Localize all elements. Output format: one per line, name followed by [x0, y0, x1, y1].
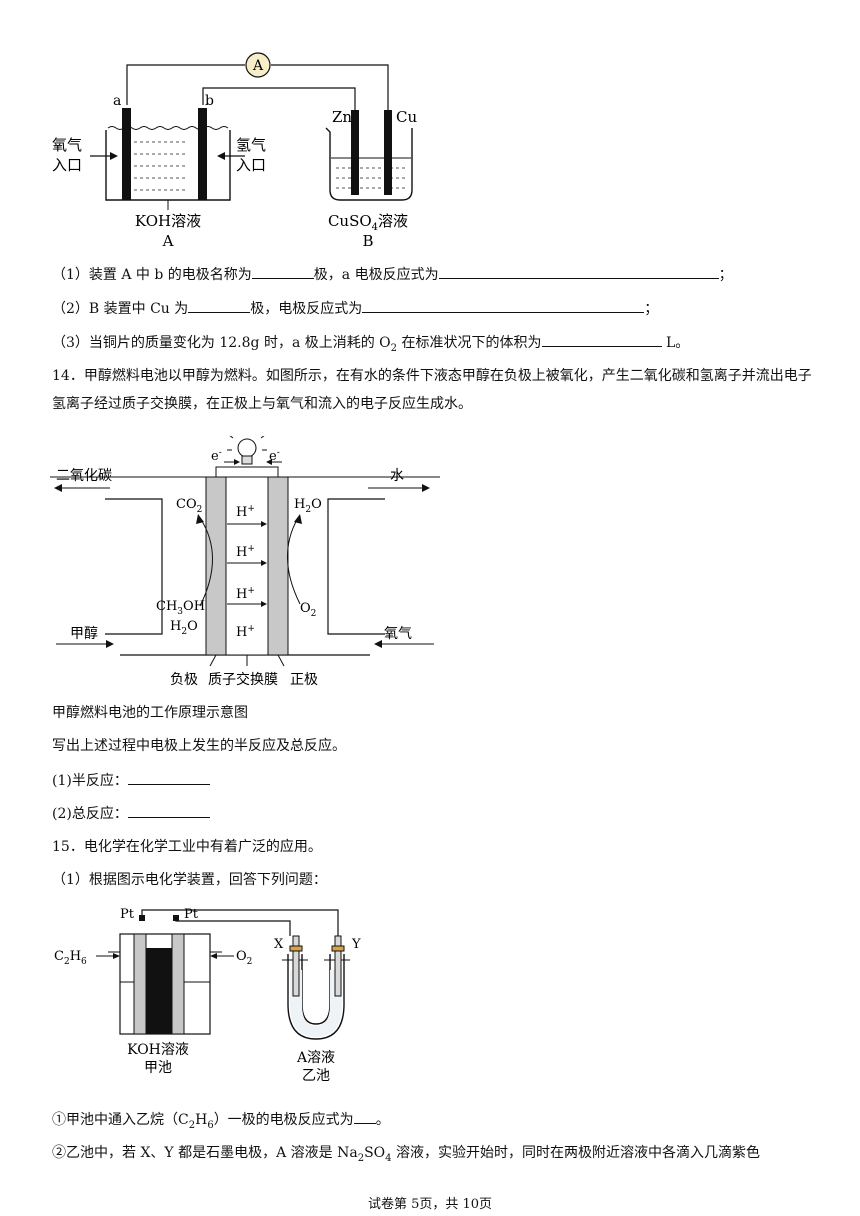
q13-part2: （2）B 装置中 Cu 为极，电极反应式为； — [52, 298, 658, 319]
co2-outlet-label: 二氧化碳 — [56, 468, 112, 484]
hydrogen-inlet-label-1: 氢气 — [236, 136, 266, 154]
device-b-label: B — [362, 232, 373, 250]
electrode-b-label: b — [205, 93, 214, 109]
q13-part1: （1）装置 A 中 b 的电极名称为极，a 电极反应式为； — [52, 264, 733, 285]
electrode-a-label: a — [113, 93, 121, 109]
electrode-a — [122, 108, 131, 200]
zn-label: Zn — [332, 108, 352, 126]
electrode-b — [198, 108, 207, 200]
a-solution-label: A溶液 — [296, 1050, 335, 1066]
hplus-label-2: H+ — [236, 544, 255, 560]
q14-stem: 14．甲醇燃料电池以甲醇为燃料。如图所示，在有水的条件下液态甲醇在负极上被氧化，… — [52, 368, 812, 412]
positive-electrode — [267, 476, 289, 656]
koh-solution-dots — [134, 141, 188, 191]
cu-electrode — [384, 110, 392, 195]
pt-right-label: Pt — [184, 907, 199, 922]
answer-blank[interactable] — [127, 803, 210, 818]
electrode-x — [292, 935, 300, 997]
membrane-label: 质子交换膜 — [208, 671, 278, 688]
jia-cell-label: 甲池 — [144, 1060, 172, 1076]
co2-label: CO2 — [176, 497, 202, 515]
h2o-top-label: H2O — [294, 497, 322, 515]
electron-right-label: e- — [269, 448, 280, 464]
q13-part3: （3）当铜片的质量变化为 12.8g 时，a 极上消耗的 O2 在标准状况下的体… — [52, 332, 689, 359]
answer-blank[interactable] — [188, 298, 251, 313]
figure-15-cells: Pt Pt C2H6 O2 KOH溶液 甲池 X Y A溶液 乙池 — [54, 907, 361, 1084]
cuso4-solution-label: CuSO4溶液 — [328, 212, 408, 233]
negative-electrode — [205, 476, 227, 656]
electrode-y — [334, 935, 342, 997]
figure-13-cells: A a b 氧气 入口 氢气 入口 KOH溶液 A Zn Cu CuSO4溶液 … — [52, 52, 417, 250]
answer-blank[interactable] — [362, 298, 645, 313]
q15-sub1: （1）根据图示电化学装置，回答下列问题： — [52, 872, 327, 888]
answer-blank[interactable] — [251, 264, 314, 279]
hplus-label-1: H+ — [236, 504, 255, 520]
hydrogen-inlet-label-2: 入口 — [236, 156, 266, 174]
figure-14-caption: 甲醇燃料电池的工作原理示意图 — [52, 705, 248, 721]
jia-koh-label: KOH溶液 — [127, 1042, 189, 1058]
device-a-label: A — [162, 232, 174, 250]
o2-label: O2 — [300, 601, 316, 619]
lightbulb-icon — [227, 436, 267, 465]
negative-electrode-label: 负极 — [170, 672, 198, 688]
answer-blank[interactable] — [127, 770, 210, 785]
q15-part2: ②乙池中，若 X、Y 都是石墨电极，A 溶液是 Na2SO4 溶液，实验开始时，… — [52, 1145, 760, 1164]
answer-blank[interactable] — [353, 1109, 376, 1124]
figure-14-methanol-cell: e- e- 二氧化碳 水 甲醇 氧气 H+ H+ H+ H+ CO2 H2O C… — [50, 436, 440, 688]
answer-blank[interactable] — [541, 332, 662, 347]
q14-half-reaction: (1)半反应： — [52, 770, 210, 791]
positive-electrode-label: 正极 — [290, 672, 318, 688]
hplus-label-3: H+ — [236, 586, 255, 602]
koh-solution-label: KOH溶液 — [135, 212, 201, 230]
cu-label: Cu — [396, 108, 417, 126]
zn-electrode — [351, 110, 359, 195]
o2-label: O2 — [236, 949, 252, 967]
oxygen-inlet-label: 氧气 — [384, 626, 412, 642]
q15-part1: ①甲池中通入乙烷（C2H6）一极的电极反应式为。 — [52, 1109, 390, 1136]
q15-stem: 15．电化学在化学工业中有着广泛的应用。 — [52, 839, 322, 855]
pt-left-label: Pt — [120, 907, 135, 922]
water-outlet-label: 水 — [390, 468, 404, 484]
hplus-label-4: H+ — [236, 624, 255, 640]
methanol-inlet-label: 甲醇 — [70, 625, 98, 642]
oxygen-inlet-label-1: 氧气 — [52, 136, 82, 154]
electrode-x-label: X — [274, 937, 284, 952]
proton-arrows — [227, 521, 267, 607]
ammeter-label: A — [252, 58, 264, 74]
q14-instruction: 写出上述过程中电极上发生的半反应及总反应。 — [52, 738, 346, 754]
h2o-bottom-label: H2O — [170, 619, 198, 637]
page-footer: 试卷第 5页，共 10页 — [367, 1197, 493, 1212]
electrode-y-label: Y — [351, 937, 361, 952]
ammeter-icon: A — [245, 52, 271, 78]
q14-total-reaction: (2)总反应： — [52, 803, 210, 824]
electron-left-label: e- — [211, 448, 222, 464]
yi-cell-label: 乙池 — [302, 1068, 330, 1084]
oxygen-inlet-label-2: 入口 — [52, 156, 82, 174]
ch3oh-label: CH3OH — [156, 599, 205, 617]
answer-blank[interactable] — [438, 264, 719, 279]
c2h6-label: C2H6 — [54, 949, 87, 967]
